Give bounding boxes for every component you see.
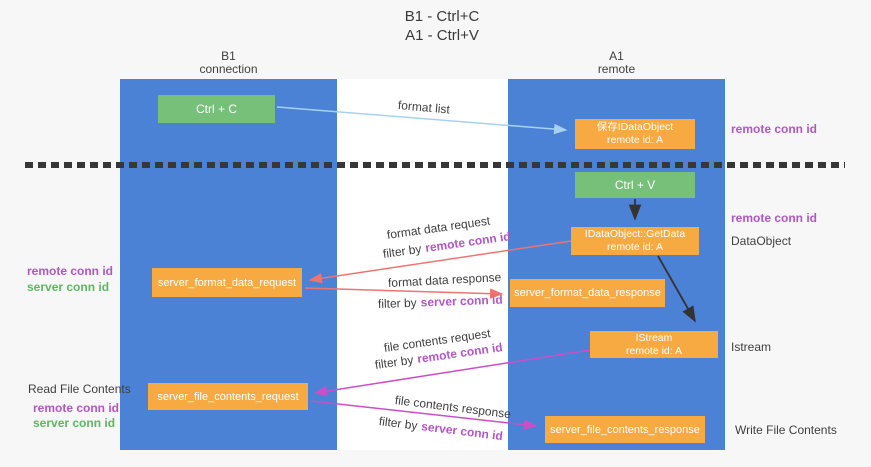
arrow-file-contents-response bbox=[310, 400, 538, 430]
node-idataobject-getdata-line1: IDataObject::GetData bbox=[584, 228, 686, 240]
side-label-remote-conn-id-mid-right: remote conn id bbox=[731, 211, 818, 225]
side-label-remote-conn-id-top-right: remote conn id bbox=[731, 122, 818, 136]
node-istream: IStream remote id: A bbox=[590, 331, 718, 358]
node-server-file-contents-request: server_file_contents_request bbox=[148, 383, 308, 410]
column-a1-name: A1 bbox=[609, 49, 624, 63]
node-istream-line2: remote id: A bbox=[625, 344, 683, 357]
phase-separator-dashed-line bbox=[25, 162, 845, 168]
arrow-file-contents-request bbox=[313, 349, 591, 397]
title-line-1: B1 - Ctrl+C bbox=[404, 8, 480, 25]
server-conn-id-text: server conn id bbox=[420, 292, 503, 310]
arrow-format-data-response bbox=[304, 287, 504, 299]
column-header-b1: B1 connection bbox=[120, 50, 337, 76]
column-b1-name: B1 bbox=[221, 49, 236, 63]
node-server-format-data-response: server_format_data_response bbox=[510, 279, 665, 307]
node-idataobject-getdata-line2: remote id: A bbox=[606, 241, 664, 253]
node-ctrl-v-label: Ctrl + V bbox=[614, 178, 656, 192]
node-server-format-data-response-label: server_format_data_response bbox=[514, 287, 661, 299]
column-b1-role: connection bbox=[199, 62, 258, 76]
side-label-write-file-contents: Write File Contents bbox=[735, 423, 837, 437]
node-idataobject-getdata: IDataObject::GetData remote id: A bbox=[571, 227, 699, 255]
node-ctrl-c-label: Ctrl + C bbox=[195, 102, 237, 116]
node-server-file-contents-response-label: server_file_contents_response bbox=[550, 423, 700, 436]
arrow-getdata-to-istream bbox=[657, 255, 696, 323]
message-lane bbox=[337, 79, 508, 450]
node-server-format-data-request: server_format_data_request bbox=[152, 268, 302, 297]
node-saved-dataobject-line2: remote id: A bbox=[606, 134, 664, 146]
side-label-remote-conn-id-bottom-left: remote conn id bbox=[33, 401, 120, 415]
arrow-format-list bbox=[276, 106, 568, 135]
node-saved-dataobject-line1: 保存IDataObject bbox=[596, 121, 674, 133]
filter-by-text: filter by bbox=[377, 295, 417, 311]
node-saved-dataobject: 保存IDataObject remote id: A bbox=[575, 119, 695, 149]
side-label-dataobject: DataObject bbox=[731, 234, 792, 248]
title-line-2: A1 - Ctrl+V bbox=[405, 27, 479, 44]
column-header-a1: A1 remote bbox=[508, 50, 725, 76]
side-label-read-file-contents: Read File Contents bbox=[28, 382, 131, 396]
node-server-file-contents-request-label: server_file_contents_request bbox=[157, 390, 299, 403]
side-label-istream: Istream bbox=[731, 340, 772, 354]
side-label-server-conn-id-mid-left: server conn id bbox=[27, 280, 110, 294]
arrow-format-data-request bbox=[308, 240, 572, 284]
column-a1-role: remote bbox=[597, 62, 636, 76]
node-ctrl-c: Ctrl + C bbox=[158, 95, 275, 123]
side-label-remote-conn-id-mid-left: remote conn id bbox=[27, 264, 114, 278]
diagram-title: B1 - Ctrl+C A1 - Ctrl+V bbox=[300, 7, 584, 45]
node-server-format-data-request-label: server_format_data_request bbox=[157, 276, 297, 289]
node-ctrl-v: Ctrl + V bbox=[575, 172, 695, 198]
node-server-file-contents-response: server_file_contents_response bbox=[545, 416, 705, 443]
side-label-server-conn-id-bottom-left: server conn id bbox=[33, 416, 116, 430]
node-istream-line1: IStream bbox=[635, 331, 673, 344]
